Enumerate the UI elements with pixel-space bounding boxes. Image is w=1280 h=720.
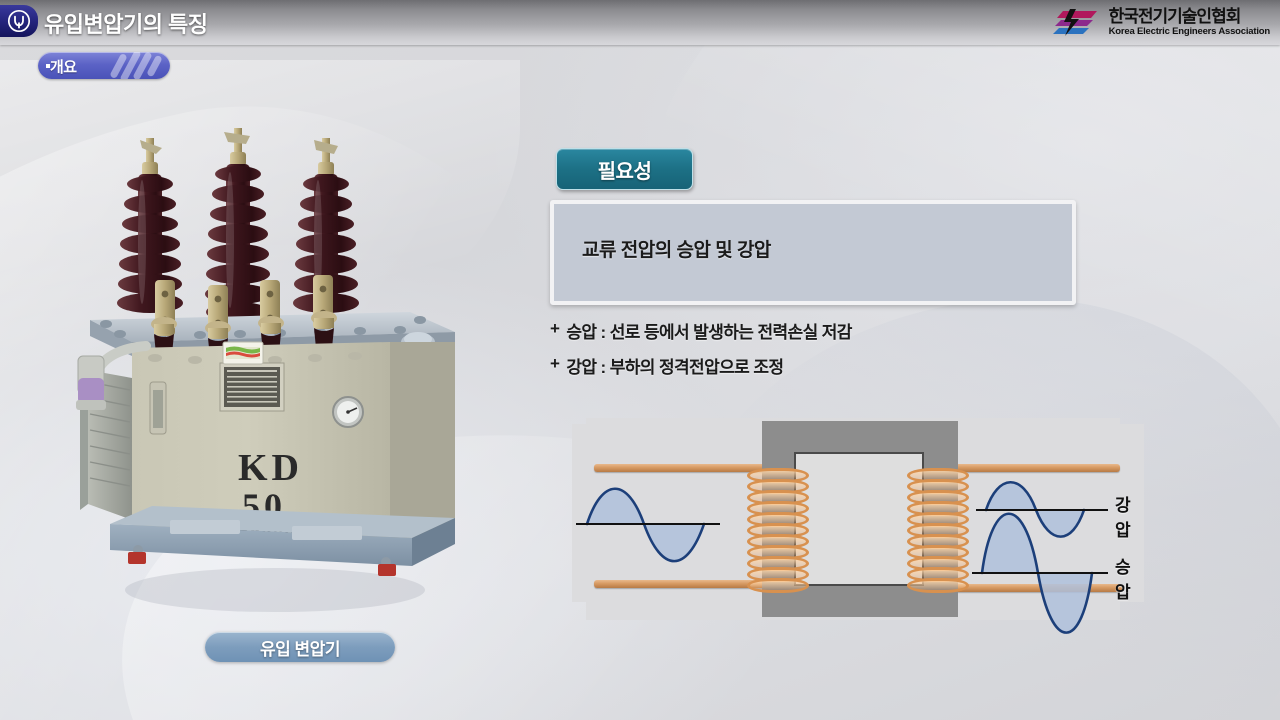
oil-immersed-transformer-photo: KD 50 22900 [76, 128, 455, 612]
page-title: 유입변압기의 특징 [44, 12, 208, 37]
bullet-list: + 승압 : 선로 등에서 발생하는 전력손실 저감 + 강압 : 부하의 정격… [550, 318, 1070, 388]
transformer-tank: KD 50 22900 [132, 341, 455, 552]
bullet-marker-icon: + [550, 354, 560, 373]
step-up-sine-wave [972, 512, 1108, 634]
plug-outlet-icon [0, 5, 38, 37]
keea-logo-mark-icon [1049, 7, 1101, 37]
bullet-item: + 승압 : 선로 등에서 발생하는 전력손실 저감 [550, 318, 1070, 343]
subtab-label: 개요 [50, 59, 77, 76]
bullet-marker-icon: + [550, 319, 560, 338]
primary-wire-bottom [594, 580, 779, 588]
iron-core-window [794, 452, 924, 586]
tank-nameplate-text: KD 50 22900 [238, 447, 303, 547]
logo-english-name: Korea Electric Engineers Association [1108, 25, 1271, 37]
secondary-wire-top [940, 464, 1120, 472]
logo-text-block: 한국전기기술인협회 Korea Electric Engineers Assoc… [1108, 6, 1271, 37]
secondary-wire-bottom [940, 584, 1122, 592]
primary-wire-top [594, 464, 779, 472]
bullet-item: + 강압 : 부하의 정격전압으로 조정 [550, 353, 1070, 378]
logo-korean-name: 한국전기기술인협회 [1108, 6, 1242, 26]
photo-caption-badge: 유입 변압기 [205, 632, 395, 662]
bullet-text: 강압 : 부하의 정격전압으로 조정 [566, 358, 784, 377]
transformer-principle-diagram: 강압 승압 [572, 418, 1144, 634]
organization-logo: 한국전기기술인협회 Korea Electric Engineers Assoc… [1049, 4, 1270, 40]
slide-header-bar: 유입변압기의 특징 한국전기기술인협회 Korea Electric Engin… [0, 0, 1280, 45]
waveform-layer [576, 481, 1108, 634]
bullet-text: 승압 : 선로 등에서 발생하는 전력손실 저감 [566, 323, 852, 342]
section-heading-badge: 필요성 [556, 148, 693, 190]
section-heading-label: 필요성 [597, 160, 652, 183]
step-down-sine-wave [976, 481, 1108, 538]
input-sine-wave [576, 487, 720, 563]
photo-caption-label: 유입 변압기 [260, 639, 340, 659]
cable-conduit [76, 341, 151, 410]
section-box-text: 교류 전압의 승압 및 강압 [582, 240, 771, 261]
diagram-label-step-down: 강압 [1115, 496, 1131, 540]
svg-text:KD: KD [238, 447, 303, 489]
transformer-base [110, 506, 455, 576]
transformer-photo-panel: KD 50 22900 [60, 120, 490, 630]
diagram-label-step-up: 승압 [1115, 558, 1131, 602]
subtab-stripe-decoration [96, 52, 166, 79]
section-content-box: 교류 전압의 승압 및 강압 [550, 200, 1076, 305]
subtab-overview[interactable]: 개요 [38, 52, 170, 79]
